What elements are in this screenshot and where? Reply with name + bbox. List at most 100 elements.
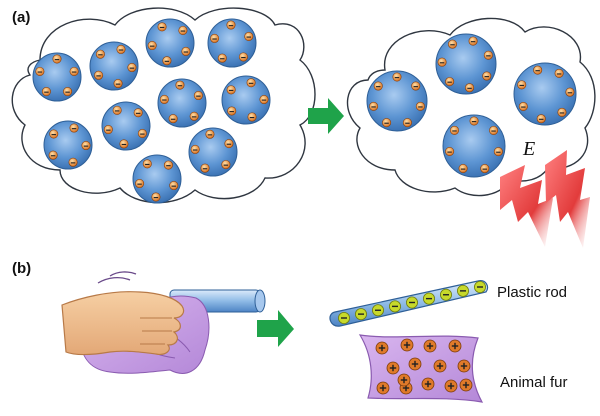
positive-charge bbox=[400, 338, 414, 352]
negative-charge bbox=[388, 300, 401, 313]
electron bbox=[411, 81, 421, 91]
electron bbox=[536, 114, 546, 124]
electron bbox=[169, 181, 179, 191]
panel-b-label: (b) bbox=[12, 260, 31, 277]
positive-charge bbox=[421, 377, 435, 391]
electron bbox=[449, 125, 459, 135]
charged-grain bbox=[207, 18, 257, 68]
positive-charge bbox=[375, 341, 389, 355]
electron bbox=[159, 94, 169, 104]
electron bbox=[402, 118, 412, 128]
electron bbox=[533, 65, 543, 75]
negative-charge bbox=[422, 292, 435, 305]
electron bbox=[162, 56, 172, 66]
electron bbox=[68, 157, 78, 167]
electron bbox=[565, 87, 575, 97]
electron bbox=[458, 163, 468, 173]
lightning-bolt-icon bbox=[500, 150, 590, 248]
electron bbox=[517, 80, 527, 90]
electron bbox=[226, 20, 236, 30]
electron bbox=[168, 114, 178, 124]
electron bbox=[557, 107, 567, 117]
electron bbox=[493, 147, 503, 157]
electron bbox=[382, 118, 392, 128]
plastic-rod-label: Plastic rod bbox=[497, 284, 567, 301]
electron bbox=[205, 129, 215, 139]
electron bbox=[437, 57, 447, 67]
electron bbox=[178, 25, 188, 35]
cloud-outline-right bbox=[346, 17, 596, 197]
hand-icon bbox=[61, 291, 185, 356]
positive-charge bbox=[423, 339, 437, 353]
positive-charge bbox=[457, 359, 471, 373]
electron bbox=[175, 80, 185, 90]
electron bbox=[193, 91, 203, 101]
electron bbox=[217, 53, 227, 63]
charged-grain bbox=[132, 154, 182, 204]
electron bbox=[113, 79, 123, 89]
electric-field-label: E bbox=[522, 138, 535, 160]
electron bbox=[200, 163, 210, 173]
electron bbox=[142, 159, 152, 169]
charged-grain bbox=[366, 70, 428, 132]
electron bbox=[181, 46, 191, 56]
fur-charges bbox=[375, 338, 473, 395]
grain-cluster-before bbox=[32, 18, 271, 204]
electron bbox=[94, 70, 104, 80]
green-arrow-icon bbox=[308, 98, 344, 134]
electron bbox=[465, 83, 475, 93]
electron bbox=[483, 50, 493, 60]
charged-grain bbox=[435, 33, 497, 95]
electron bbox=[489, 125, 499, 135]
negative-charge bbox=[405, 296, 418, 309]
electron bbox=[554, 68, 564, 78]
electron bbox=[95, 49, 105, 59]
animal-fur-label: Animal fur bbox=[500, 374, 568, 391]
electron bbox=[81, 141, 91, 151]
electron bbox=[445, 77, 455, 87]
electron bbox=[163, 160, 173, 170]
panel-a-label: (a) bbox=[12, 9, 30, 26]
electron bbox=[221, 160, 231, 170]
charged-grain bbox=[442, 114, 506, 178]
electron bbox=[151, 192, 161, 202]
charged-grain bbox=[221, 75, 271, 125]
negative-charge bbox=[473, 280, 486, 293]
electron bbox=[157, 22, 167, 32]
positive-charge bbox=[433, 359, 447, 373]
negative-charge bbox=[439, 288, 452, 301]
electron bbox=[48, 150, 58, 160]
negative-charge bbox=[337, 311, 350, 324]
electron bbox=[369, 101, 379, 111]
charged-grain bbox=[32, 52, 82, 102]
positive-charge bbox=[386, 361, 400, 375]
electron bbox=[137, 128, 147, 138]
rod-charges bbox=[337, 280, 486, 324]
negative-charge bbox=[354, 308, 367, 321]
negative-charge bbox=[456, 284, 469, 297]
electron bbox=[447, 39, 457, 49]
electron bbox=[35, 66, 45, 76]
negative-charge bbox=[371, 304, 384, 317]
electron bbox=[518, 101, 528, 111]
positive-charge bbox=[448, 339, 462, 353]
electron bbox=[112, 105, 122, 115]
electron bbox=[227, 106, 237, 116]
positive-charge bbox=[408, 357, 422, 371]
positive-charge bbox=[376, 381, 390, 395]
electron bbox=[224, 139, 234, 149]
electron bbox=[49, 129, 59, 139]
charged-grain bbox=[513, 62, 577, 126]
grain-cluster-after bbox=[366, 33, 577, 178]
charged-grain bbox=[89, 41, 139, 91]
electron bbox=[147, 41, 157, 51]
electron bbox=[127, 63, 137, 73]
electron bbox=[259, 95, 269, 105]
positive-charge bbox=[459, 378, 473, 392]
positive-charge bbox=[397, 373, 411, 387]
electron bbox=[246, 78, 256, 88]
green-arrow-icon bbox=[257, 310, 294, 347]
electron bbox=[247, 112, 257, 122]
electron bbox=[244, 31, 254, 41]
